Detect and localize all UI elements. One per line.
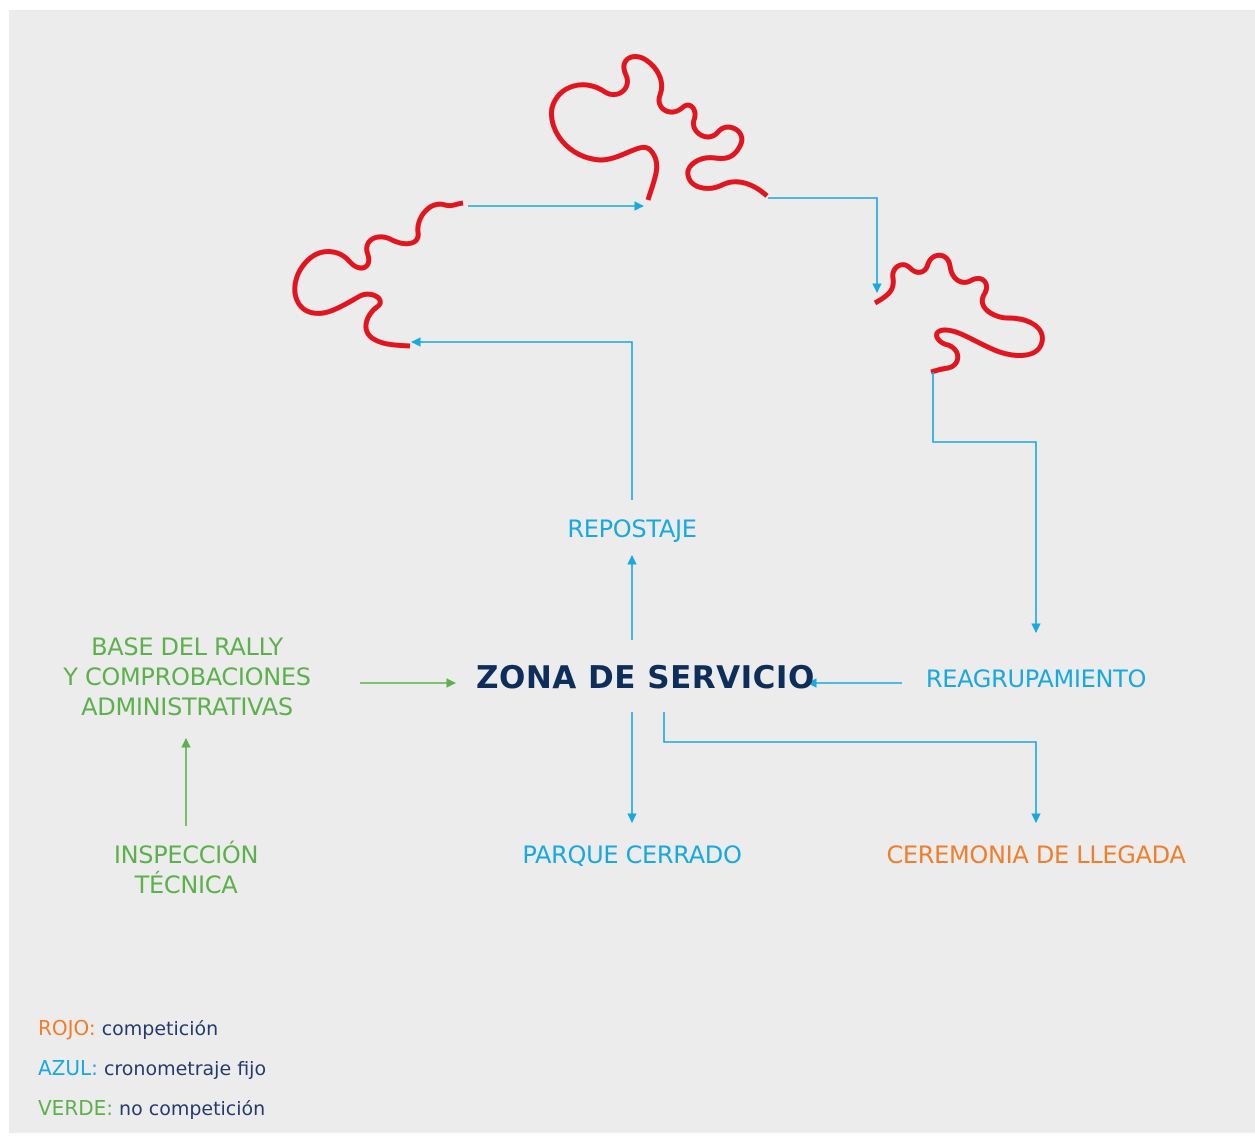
stage-1-squiggle [292,200,464,349]
arrow-repostaje-to-stage1 [411,337,633,500]
base-rally-line-1: BASE DEL RALLY [91,633,283,661]
stage-2-squiggle [549,54,769,201]
legend-blue-text: cronometraje fijo [103,1058,267,1080]
legend-green-text: no competición [119,1098,266,1120]
stage-3-squiggle [873,252,1045,375]
node-zona-servicio: ZONA DE SERVICIO [476,660,815,696]
node-ceremonia: CEREMONIA DE LLEGADA [886,841,1186,869]
legend-red: ROJO: competición [38,1016,218,1040]
base-rally-line-2: Y COMPROBACIONES [63,663,311,691]
node-reagrupamiento: REAGRUPAMIENTO [925,665,1147,693]
legend-blue: AZUL: cronometraje fijo [38,1056,266,1080]
inspeccion-line-1: INSPECCIÓN [113,841,259,869]
arrow-zona-to-ceremonia [663,712,1041,823]
legend-green-key: VERDE: [38,1096,113,1120]
node-parque-cerrado: PARQUE CERRADO [522,841,742,869]
node-base-rally: BASE DEL RALLY Y COMPROBACIONES ADMINIST… [34,632,340,722]
inspeccion-line-2: TÉCNICA [134,871,238,899]
legend-red-key: ROJO: [38,1016,96,1040]
legend-green: VERDE: no competición [38,1096,265,1120]
legend-red-text: competición [101,1018,219,1040]
base-rally-line-3: ADMINISTRATIVAS [81,693,293,721]
node-inspeccion: INSPECCIÓN TÉCNICA [56,840,316,900]
node-repostaje: REPOSTAJE [567,515,697,543]
arrow-stage2-to-stage3 [768,197,882,293]
legend-blue-key: AZUL: [38,1056,98,1080]
arrow-stage3-to-reagrupamiento [932,372,1041,633]
